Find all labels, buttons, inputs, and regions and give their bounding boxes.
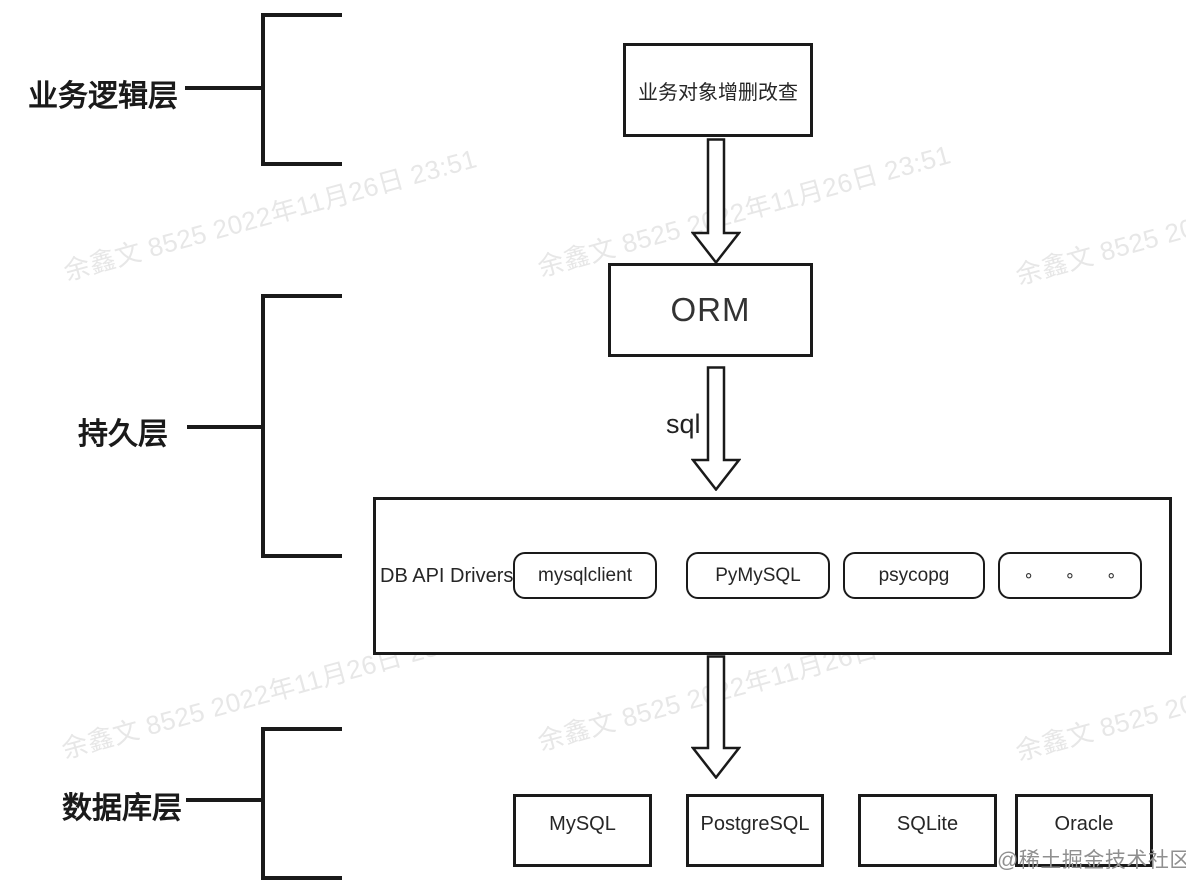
layer-label-persistence: 持久层 xyxy=(78,418,168,451)
bracket-vertical-line xyxy=(261,727,265,880)
watermark-text: 余鑫文 8525 2022年11月26日 23:51 xyxy=(1012,147,1186,291)
driver-pill-label: psycopg xyxy=(878,564,950,586)
layer-label-business-logic: 业务逻辑层 xyxy=(28,80,178,113)
bracket-top-tick xyxy=(261,13,342,17)
bracket-bottom-tick xyxy=(261,162,342,166)
layer-label-database: 数据库层 xyxy=(62,792,182,825)
bracket-top-tick xyxy=(261,294,342,298)
node-db-api-drivers: DB API Drivers mysqlclient PyMySQL psyco… xyxy=(373,497,1172,655)
node-oracle: Oracle xyxy=(1015,794,1153,867)
watermark-text: 余鑫文 8525 2022年11月26日 23:51 xyxy=(60,143,481,287)
driver-pill-ellipsis: ∘ ∘ ∘ xyxy=(998,552,1142,599)
node-business-crud: 业务对象增删改查 xyxy=(623,43,813,137)
driver-pill-label: mysqlclient xyxy=(538,564,632,586)
bracket-top-tick xyxy=(261,727,342,731)
node-sqlite-label: SQLite xyxy=(896,813,959,835)
bracket-stem-line xyxy=(186,798,263,802)
bracket-vertical-line xyxy=(261,294,265,558)
node-postgresql: PostgreSQL xyxy=(686,794,824,867)
driver-pill-pymysql: PyMySQL xyxy=(686,552,830,599)
driver-pill-psycopg: psycopg xyxy=(843,552,985,599)
node-business-crud-label: 业务对象增删改查 xyxy=(638,81,798,104)
node-mysql-label: MySQL xyxy=(549,813,616,835)
node-orm: ORM xyxy=(608,263,813,357)
node-orm-label: ORM xyxy=(670,291,751,328)
driver-pill-label: PyMySQL xyxy=(715,564,801,586)
node-mysql: MySQL xyxy=(513,794,652,867)
arrow-orm-to-drivers-icon xyxy=(691,366,741,491)
label-sql: sql xyxy=(666,409,701,439)
bracket-stem-line xyxy=(185,86,263,90)
bracket-bottom-tick xyxy=(261,554,342,558)
driver-pill-mysqlclient: mysqlclient xyxy=(513,552,657,599)
node-postgresql-label: PostgreSQL xyxy=(700,813,810,835)
watermark-text: 余鑫文 8525 2022年11月26日 23:51 xyxy=(534,139,955,283)
node-oracle-label: Oracle xyxy=(1054,813,1114,835)
arrow-crud-to-orm-icon xyxy=(691,138,741,264)
bracket-bottom-tick xyxy=(261,876,342,880)
db-api-drivers-title: DB API Drivers xyxy=(380,564,514,587)
juejin-attribution-watermark: @稀土掘金技术社区 xyxy=(997,849,1186,872)
arrow-drivers-to-databases-icon xyxy=(691,655,741,779)
ellipsis-dots-icon: ∘ ∘ ∘ xyxy=(1023,565,1130,585)
bracket-stem-line xyxy=(187,425,263,429)
node-sqlite: SQLite xyxy=(858,794,997,867)
bracket-vertical-line xyxy=(261,13,265,166)
